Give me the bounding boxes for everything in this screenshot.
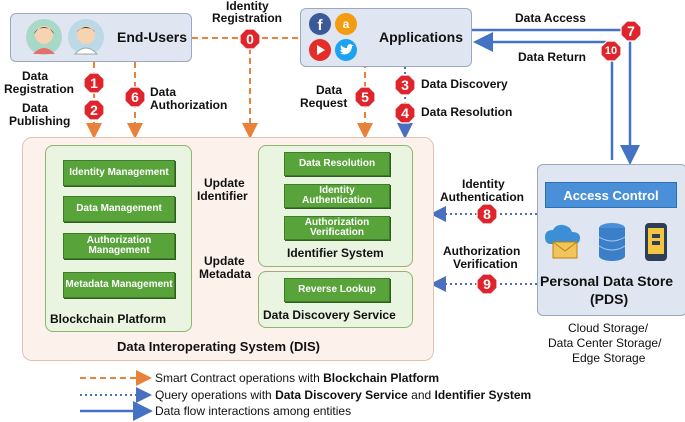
youtube-icon: [309, 39, 331, 66]
svg-text:f: f: [318, 17, 324, 34]
svg-text:a: a: [343, 17, 350, 31]
identity-registration-line2: Registration: [212, 11, 283, 25]
step-8-badge: 8: [476, 203, 498, 225]
data-publishing-line1: Data: [22, 101, 49, 115]
end-users-label: End-Users: [117, 29, 188, 45]
storage-line2: Data Center Storage/: [548, 336, 662, 350]
metadata-management-module[interactable]: Metadata Management: [63, 272, 175, 298]
authorization-verification-module[interactable]: Authorization Verification: [284, 216, 390, 240]
data-request-line1: Data: [316, 83, 343, 97]
database-icon: [597, 222, 627, 267]
end-users-box[interactable]: End-Users: [10, 13, 192, 62]
step-4-badge: 4: [394, 102, 416, 124]
step-1-badge: 1: [83, 72, 105, 94]
applications-box[interactable]: f a Applications: [300, 8, 472, 67]
female-user-icon: [25, 18, 63, 56]
cloud-email-icon: [543, 224, 585, 267]
data-request-line2: Request: [300, 96, 348, 110]
identity-authentication-line1: Identity: [462, 177, 505, 191]
step-7-badge: 7: [620, 20, 642, 42]
storage-line3: Edge Storage: [572, 351, 646, 365]
identifier-system-label: Identifier System: [287, 246, 384, 260]
legend-query: Query operations with Data Discovery Ser…: [155, 388, 532, 402]
twitter-icon: [335, 39, 357, 66]
authorization-verification-line1: Authorization: [443, 244, 521, 258]
data-authorization-line1: Data: [150, 85, 177, 99]
step-3-badge: 3: [394, 74, 416, 96]
identity-authentication-line2: Authentication: [440, 190, 524, 204]
step-9-badge: 9: [476, 273, 498, 295]
data-registration-line1: Data: [22, 69, 49, 83]
update-metadata-line1: Update: [204, 254, 245, 268]
facebook-icon: f: [309, 13, 331, 40]
update-identifier-line1: Update: [204, 176, 245, 190]
storage-line1: Cloud Storage/: [568, 321, 649, 335]
step-5-badge: 5: [354, 86, 376, 108]
step-2-badge: 2: [83, 99, 105, 121]
update-identifier-line2: Identifier: [197, 189, 248, 203]
authorization-management-module[interactable]: Authorization Management: [63, 233, 175, 259]
step-0-badge: 0: [239, 28, 261, 50]
authorization-verification-line2: Verification: [453, 257, 518, 271]
male-user-icon: [67, 18, 105, 56]
data-management-module[interactable]: Data Management: [63, 196, 175, 222]
data-registration-line2: Registration: [4, 82, 75, 96]
update-metadata-line2: Metadata: [199, 267, 252, 281]
data-access-label: Data Access: [515, 11, 586, 25]
access-control-box[interactable]: Access Control: [545, 182, 677, 208]
data-discovery-service-label: Data Discovery Service: [263, 308, 396, 322]
access-control-label: Access Control: [563, 187, 659, 203]
identity-registration-line1: Identity: [226, 0, 269, 13]
legend-data-flow: Data flow interactions among entities: [155, 404, 352, 418]
data-resolution-label: Data Resolution: [421, 105, 513, 119]
identity-management-module[interactable]: Identity Management: [63, 160, 175, 186]
pds-label-line2: (PDS): [590, 291, 629, 307]
data-resolution-module[interactable]: Data Resolution: [284, 152, 390, 176]
blockchain-platform-label: Blockchain Platform: [50, 312, 167, 326]
pds-label-line1: Personal Data Store: [540, 273, 674, 289]
mobile-storage-icon: [644, 222, 668, 267]
step-6-badge: 6: [124, 86, 146, 108]
data-authorization-line2: Authorization: [150, 98, 228, 112]
identity-authentication-module[interactable]: Identity Authentication: [284, 184, 390, 208]
data-publishing-line2: Publishing: [9, 114, 71, 128]
step-10-badge: 10: [600, 40, 622, 62]
data-return-label: Data Return: [518, 50, 587, 64]
dis-label: Data Interoperating System (DIS): [117, 339, 320, 354]
amazon-icon: a: [335, 13, 357, 40]
legend-smart-contract: Smart Contract operations with Blockchai…: [155, 371, 440, 385]
applications-label: Applications: [379, 29, 464, 45]
data-discovery-label: Data Discovery: [421, 77, 508, 91]
reverse-lookup-module[interactable]: Reverse Lookup: [284, 278, 390, 302]
